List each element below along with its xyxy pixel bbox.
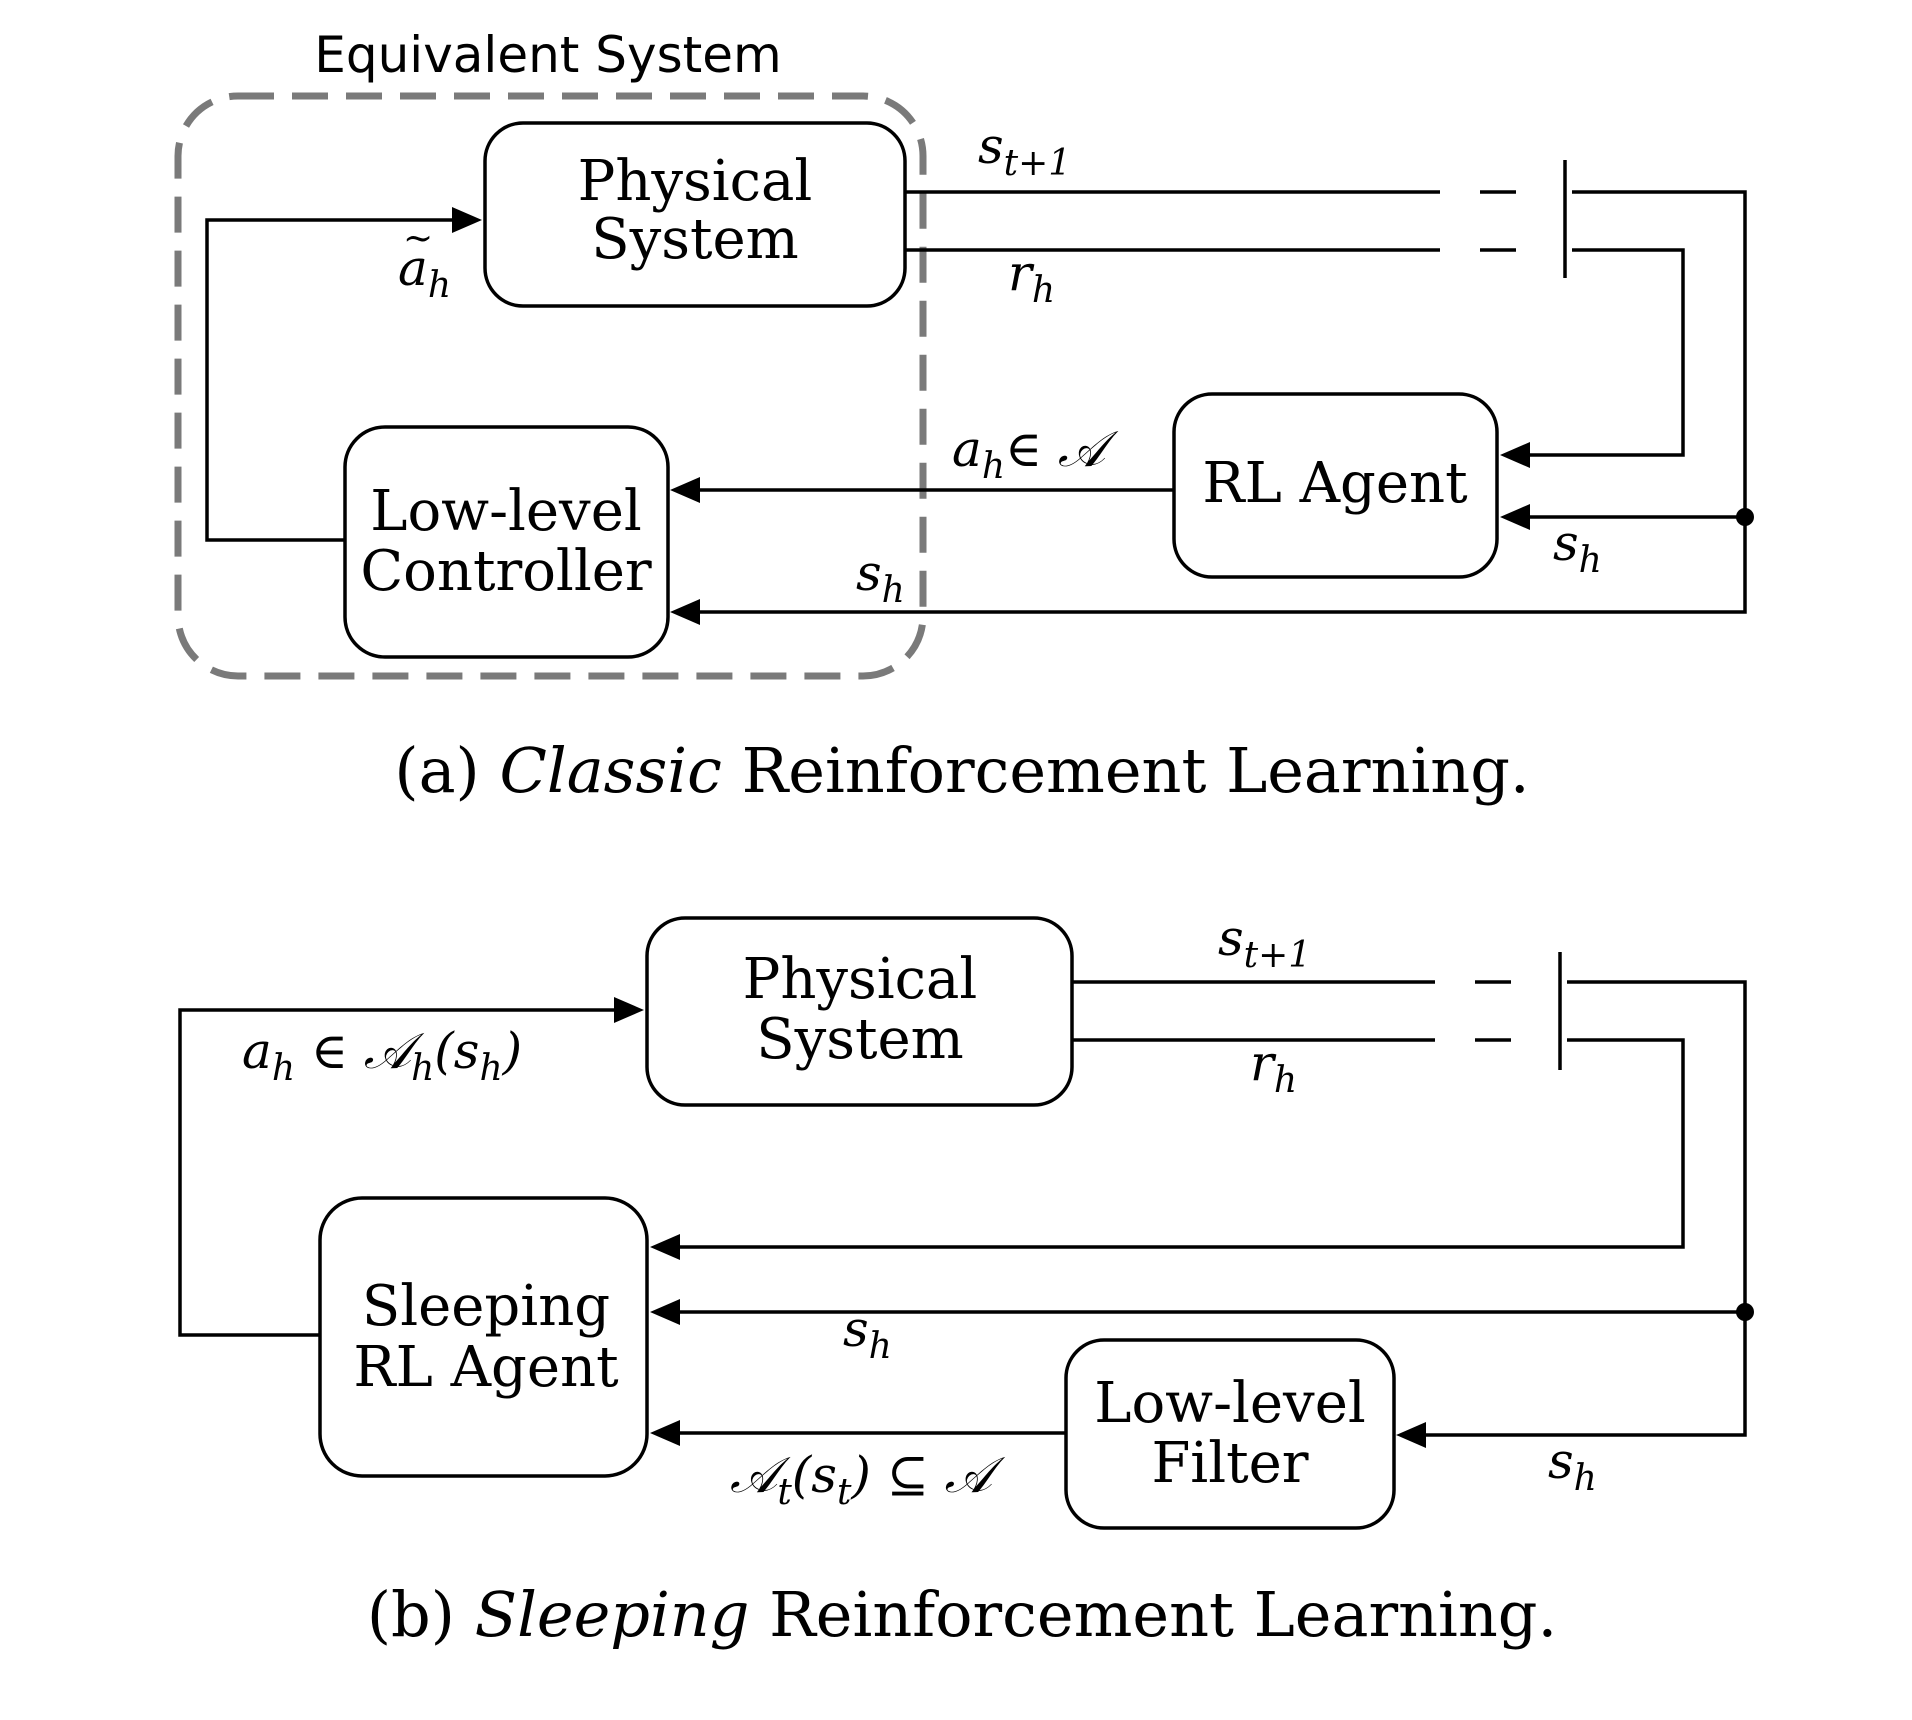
state-to-agent-arrowhead-b bbox=[650, 1299, 680, 1325]
diagram-b: Physical System Sleeping RL Agent Low-le… bbox=[178, 909, 1754, 1651]
diagram-a: Equivalent System Physical System Low-le… bbox=[174, 26, 1754, 807]
physical-system-b-label-line2: System bbox=[756, 1007, 963, 1072]
equivalent-system-label: Equivalent System bbox=[314, 26, 781, 84]
action-label-b: ah ∈ 𝒜h(sh) bbox=[242, 1022, 522, 1089]
physical-system-b-label-line1: Physical bbox=[743, 947, 978, 1012]
action-set-arrowhead bbox=[650, 1420, 680, 1446]
state-feedback-wire-a bbox=[688, 190, 1747, 614]
filter-label-line2: Filter bbox=[1151, 1431, 1308, 1496]
state-to-filter-arrowhead bbox=[1396, 1422, 1426, 1448]
state-to-agent-label-a: sh bbox=[1553, 514, 1602, 581]
sleeping-rl-agent-block: Sleeping RL Agent bbox=[318, 1196, 649, 1478]
state-to-controller-label: sh bbox=[856, 544, 905, 611]
physical-system-label-line1: Physical bbox=[578, 149, 813, 214]
equivalent-system-boundary bbox=[174, 92, 927, 680]
action-arrowhead-b bbox=[614, 997, 644, 1023]
low-level-controller-block: Low-level Controller bbox=[343, 425, 670, 659]
low-level-filter-block: Low-level Filter bbox=[1064, 1338, 1396, 1530]
tilde-action-arrowhead bbox=[452, 207, 482, 233]
state-to-filter-label: sh bbox=[1548, 1432, 1597, 1499]
action-set-label: 𝒜t(st) ⊆ 𝒜 bbox=[730, 1446, 1006, 1513]
state-feedback-wire-b bbox=[1416, 980, 1747, 1437]
action-wire-b bbox=[178, 1008, 622, 1337]
controller-label-line2: Controller bbox=[360, 539, 652, 604]
next-state-label-b: st+1 bbox=[1218, 909, 1311, 976]
sleeping-agent-label-line2: RL Agent bbox=[353, 1335, 619, 1400]
tilde-action-label: ah bbox=[398, 239, 451, 306]
reward-feedback-wire-a bbox=[1520, 248, 1685, 457]
reward-feedback-wire-b bbox=[670, 1038, 1685, 1249]
rl-agent-label: RL Agent bbox=[1202, 451, 1468, 516]
filter-label-line1: Low-level bbox=[1094, 1371, 1366, 1436]
state-to-agent-arrowhead-a bbox=[1500, 504, 1530, 530]
action-arrowhead-a bbox=[670, 477, 700, 503]
reward-arrowhead-b bbox=[650, 1234, 680, 1260]
rl-agent-block: RL Agent bbox=[1172, 392, 1499, 579]
reward-arrowhead-a bbox=[1500, 442, 1530, 468]
caption-a: (a) Classic Reinforcement Learning. bbox=[394, 734, 1529, 807]
controller-label-line1: Low-level bbox=[370, 479, 642, 544]
reward-label-b: rh bbox=[1250, 1034, 1297, 1101]
tilde-action-wire bbox=[205, 218, 462, 542]
caption-b: (b) Sleeping Reinforcement Learning. bbox=[367, 1578, 1557, 1651]
physical-system-block-b: Physical System bbox=[645, 916, 1074, 1107]
physical-system-label-line2: System bbox=[591, 207, 798, 272]
state-to-agent-label-b: sh bbox=[843, 1300, 892, 1367]
sleeping-agent-label-line1: Sleeping bbox=[362, 1274, 610, 1339]
state-to-controller-arrowhead bbox=[670, 599, 700, 625]
tilde-accent: ~ bbox=[403, 218, 433, 259]
action-label-a: ah∈ 𝒜 bbox=[952, 420, 1119, 487]
physical-system-block-a: Physical System bbox=[483, 121, 907, 308]
next-state-label-a: st+1 bbox=[978, 117, 1071, 184]
reward-label-a: rh bbox=[1008, 244, 1055, 311]
